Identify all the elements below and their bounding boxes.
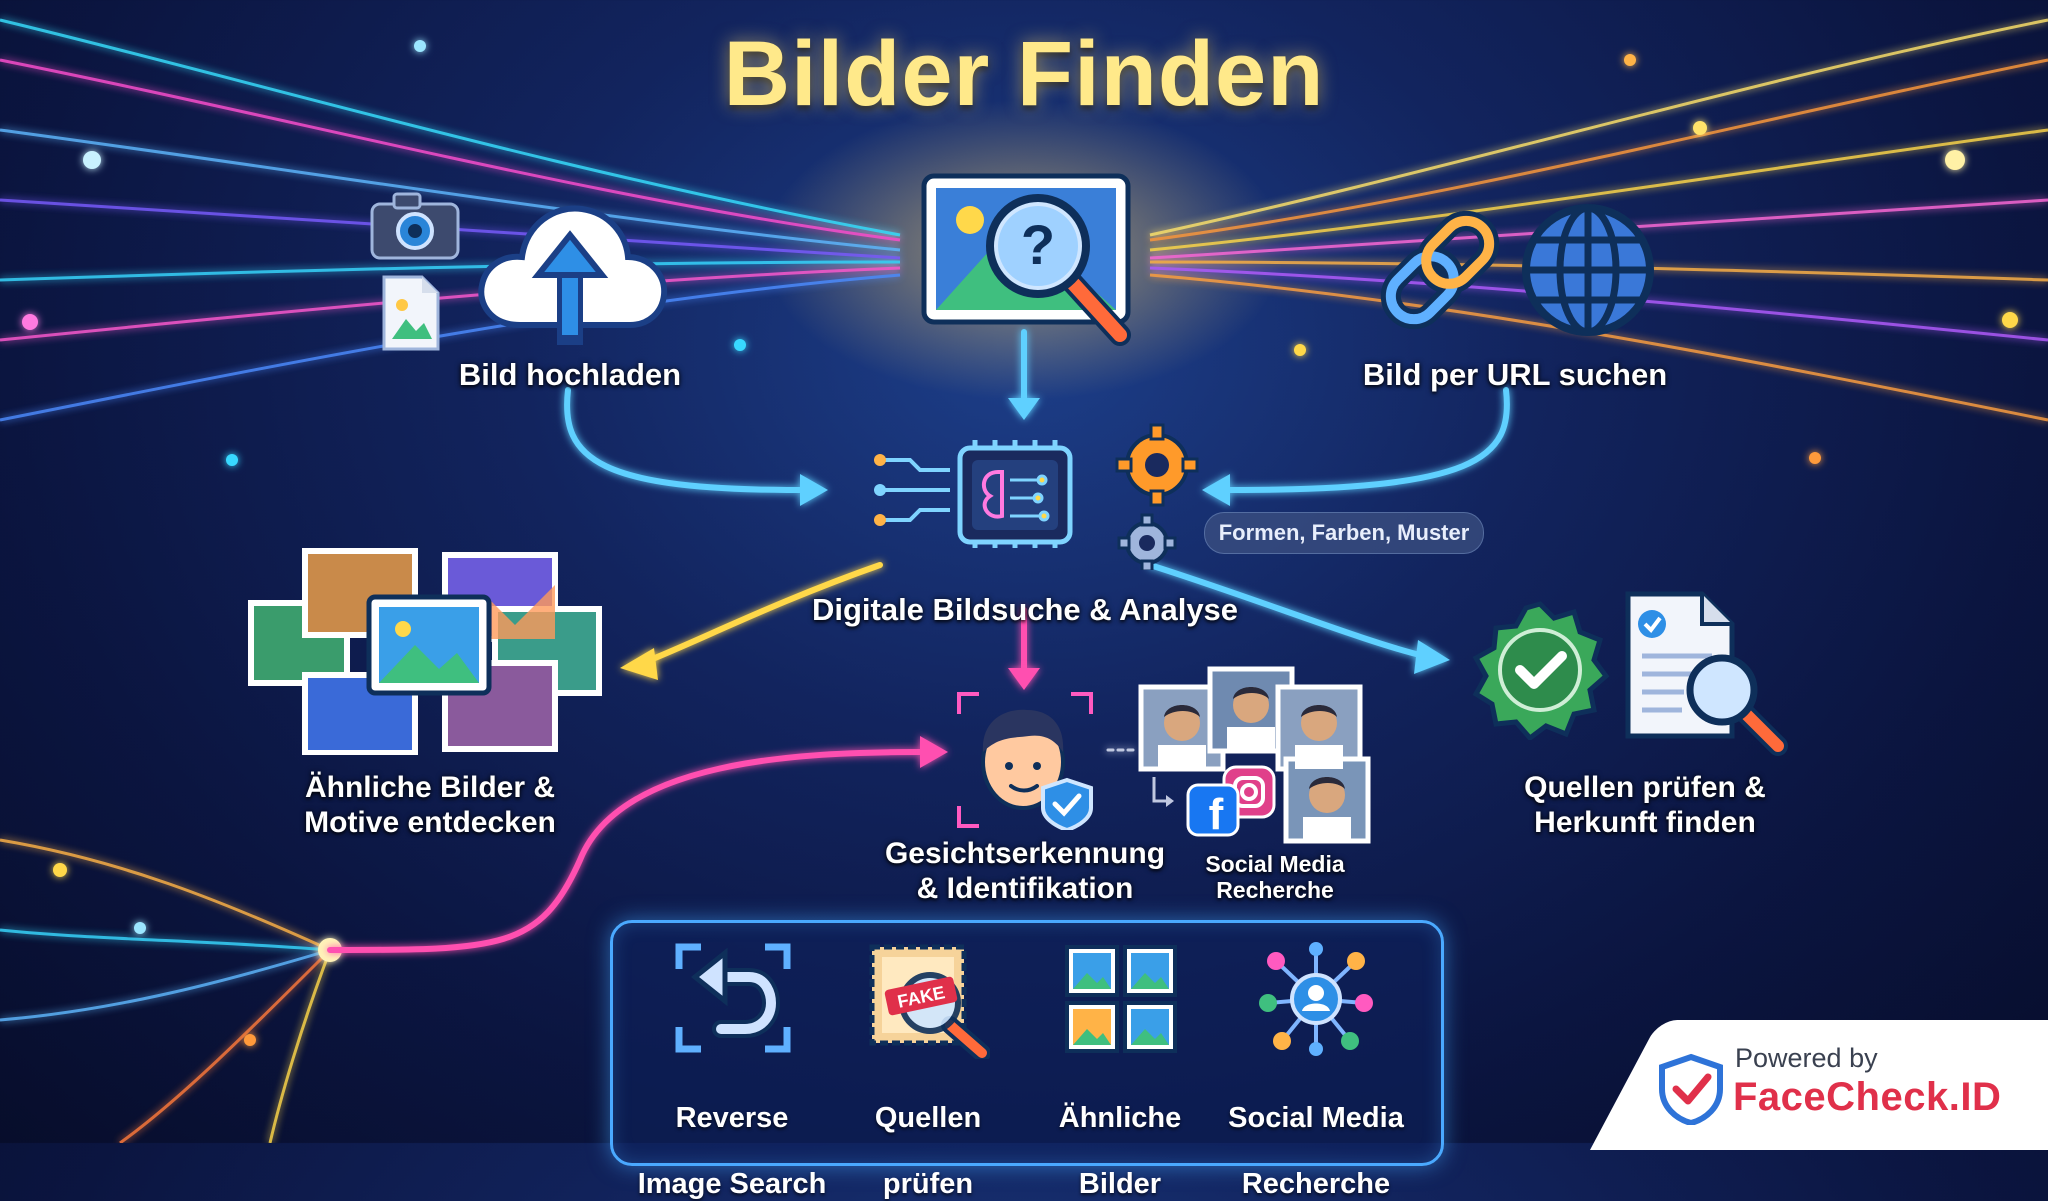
network-icon [1259, 942, 1373, 1056]
svg-text:f: f [1209, 790, 1224, 839]
face-label-line1: Gesichtserkennung [884, 837, 1166, 870]
url-label: Bild per URL suchen [1362, 357, 1668, 392]
analysis-label: Digitale Bildsuche & Analyse [811, 592, 1239, 627]
social-media-node[interactable]: f [1138, 665, 1378, 845]
face-label-line2: & Identifikation [916, 872, 1134, 905]
document-search-icon [1625, 591, 1788, 756]
page-title: Bilder Finden [723, 23, 1325, 125]
image-search-icon: ? [921, 173, 1131, 346]
quick-actions-panel [610, 920, 1444, 1166]
face-recognition-node[interactable] [955, 690, 1095, 830]
similar-images-label-line1: Ähnliche [1058, 1102, 1182, 1134]
social-research-label-line2: Recherche [1241, 1168, 1391, 1200]
reverse-label-line1: Reverse [675, 1102, 789, 1134]
image-file-icon [382, 275, 440, 351]
upload-label: Bild hochladen [458, 357, 682, 392]
check-sources-label-line1: Quellen [874, 1102, 982, 1134]
social-research-label-line1: Social Media [1228, 1102, 1404, 1134]
similar-images-node[interactable] [245, 545, 605, 755]
sources-label-line2: Herkunft finden [1534, 806, 1756, 839]
verified-badge-icon [1472, 601, 1610, 740]
photo-collage-icon [248, 548, 602, 755]
profile-photos-icon: f [1138, 666, 1371, 844]
reverse-arrow-icon [675, 943, 791, 1053]
sources-label-line1: Quellen prüfen & [1524, 771, 1766, 804]
check-sources-label-line2: prüfen [882, 1168, 974, 1200]
facecheck-brand-link[interactable]: FaceCheck.ID [1733, 1075, 2002, 1119]
sources-node[interactable] [1470, 590, 1800, 760]
camera-icon [370, 192, 460, 260]
powered-by-text: Powered by [1735, 1043, 1878, 1073]
similar-images-label-line2: Bilder [1078, 1168, 1162, 1200]
reverse-label-line2: Image Search [637, 1168, 827, 1200]
link-icon [1380, 210, 1500, 330]
cloud-upload-icon [478, 205, 668, 345]
check-sources-button[interactable]: FAKE Quellen prüfen [818, 935, 1038, 1200]
face-scan-icon [957, 692, 1093, 830]
features-chip: Formen, Farben, Muster [1204, 512, 1484, 554]
facecheck-shield-logo [1659, 1053, 1723, 1125]
upload-node[interactable] [365, 185, 685, 395]
url-node[interactable] [1370, 195, 1670, 345]
similar-label-line2: Motive entdecken [304, 806, 556, 839]
similar-images-button[interactable]: Ähnliche Bilder [1010, 935, 1230, 1200]
analysis-node[interactable] [870, 420, 1200, 570]
similar-label-line1: Ähnliche Bilder & [304, 771, 556, 804]
image-search-node[interactable]: ? [910, 150, 1150, 350]
social-media-research-button[interactable]: Social Media Recherche [1206, 935, 1426, 1200]
image-grid-icon [1065, 945, 1177, 1053]
social-label-line2: Recherche [1216, 877, 1334, 903]
social-label-line1: Social Media [1205, 851, 1345, 877]
fake-stamp-icon: FAKE [869, 944, 990, 1059]
svg-text:?: ? [1021, 213, 1055, 276]
ai-chip-icon [874, 423, 1199, 570]
globe-icon [1522, 204, 1654, 336]
reverse-image-search-button[interactable]: Reverse Image Search [622, 935, 842, 1200]
